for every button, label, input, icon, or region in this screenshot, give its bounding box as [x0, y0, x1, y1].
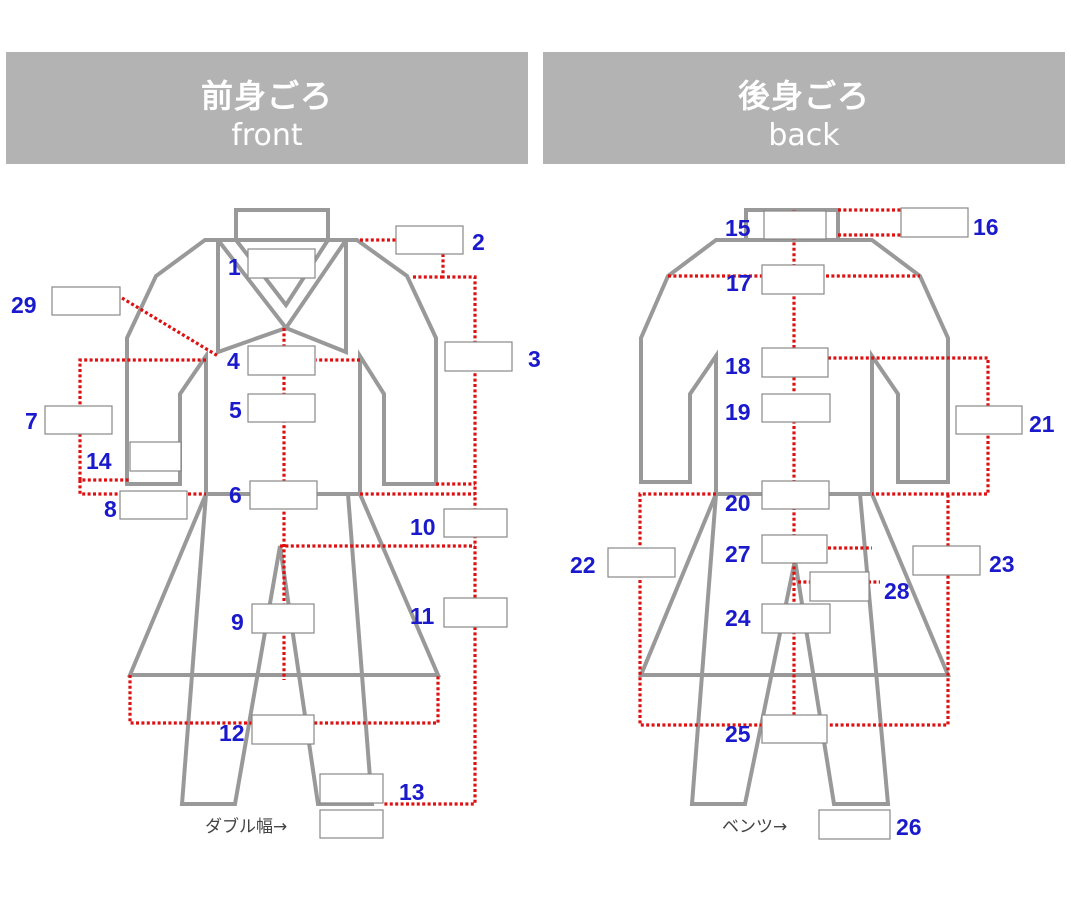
front-header: 前身ごろ front: [6, 52, 528, 164]
num-18: 18: [725, 353, 751, 379]
back-header: 後身ごろ back: [543, 52, 1065, 164]
box-27[interactable]: [761, 534, 828, 564]
box-16[interactable]: [900, 207, 969, 238]
num-6: 6: [229, 482, 242, 508]
box-29[interactable]: [51, 286, 121, 316]
num-3: 3: [528, 346, 541, 372]
back-hip-measure: [638, 492, 950, 727]
back-right-sleeve: [838, 238, 950, 494]
num-23: 23: [989, 551, 1015, 577]
box-6[interactable]: [249, 480, 318, 510]
box-19[interactable]: [761, 393, 831, 423]
num-28: 28: [884, 578, 910, 604]
back-header-jp: 後身ごろ: [737, 77, 870, 115]
front-lapel: [216, 238, 348, 355]
box-3[interactable]: [444, 341, 513, 372]
double-width-note: ダブル幅→: [205, 816, 287, 837]
num-17: 17: [726, 270, 752, 296]
num-7: 7: [25, 408, 38, 434]
num-15: 15: [725, 215, 751, 241]
box-24[interactable]: [761, 603, 831, 634]
box-14[interactable]: [129, 441, 182, 472]
box-22[interactable]: [607, 547, 676, 578]
box-18[interactable]: [761, 347, 829, 378]
back-input-boxes: [607, 207, 1023, 840]
box-20[interactable]: [761, 480, 830, 510]
num-4: 4: [227, 348, 240, 374]
measurement-numbers: 1 2 3 4 5 6 7 8 9 10 11 12 13 14 15 16 1…: [11, 214, 1055, 840]
box-5[interactable]: [247, 393, 316, 423]
box-13[interactable]: [319, 773, 384, 804]
num-24: 24: [725, 605, 751, 631]
num-14: 14: [86, 448, 112, 474]
num-10: 10: [410, 514, 436, 540]
front-left-sleeve: [125, 238, 218, 494]
back-collar-stand: [744, 208, 840, 242]
num-19: 19: [725, 399, 751, 425]
box-28[interactable]: [809, 571, 870, 602]
num-27: 27: [725, 541, 751, 567]
front-header-jp: 前身ごろ: [200, 77, 333, 115]
back-header-en: back: [768, 118, 840, 153]
num-2: 2: [472, 229, 485, 255]
num-16: 16: [973, 214, 999, 240]
box-4[interactable]: [247, 345, 316, 376]
box-7[interactable]: [44, 405, 113, 435]
front-collar-stand: [234, 208, 330, 242]
num-5: 5: [229, 397, 242, 423]
num-1: 1: [228, 254, 241, 280]
box-10[interactable]: [443, 508, 508, 538]
box-26[interactable]: [818, 809, 891, 840]
num-21: 21: [1029, 411, 1055, 437]
num-13: 13: [399, 779, 425, 805]
num-25: 25: [725, 721, 751, 747]
num-8: 8: [104, 496, 117, 522]
box-9[interactable]: [251, 603, 315, 634]
box-17[interactable]: [761, 264, 825, 295]
front-header-en: front: [231, 118, 303, 153]
back-collar-measure: [838, 208, 901, 237]
front-lapel-v: [216, 238, 348, 332]
box-25[interactable]: [761, 714, 828, 744]
front-length-line: [360, 238, 477, 806]
box-2[interactable]: [395, 225, 464, 255]
box-8[interactable]: [119, 490, 188, 520]
box-15[interactable]: [763, 210, 827, 240]
front-input-boxes: [44, 225, 513, 839]
back-left-sleeve: [639, 238, 746, 494]
box-12[interactable]: [251, 714, 315, 745]
box-23[interactable]: [912, 545, 981, 576]
box-21[interactable]: [955, 405, 1023, 435]
box-double-width[interactable]: [319, 809, 384, 839]
num-26: 26: [896, 814, 922, 840]
num-12: 12: [219, 720, 245, 746]
front-sleeve-line: [78, 480, 206, 496]
num-22: 22: [570, 552, 596, 578]
box-1[interactable]: [247, 248, 316, 279]
num-11: 11: [410, 603, 435, 629]
front-diagonal-line: [121, 296, 219, 358]
num-9: 9: [231, 609, 244, 635]
num-20: 20: [725, 490, 751, 516]
box-11[interactable]: [443, 597, 508, 628]
front-legs: [179, 493, 375, 806]
front-right-sleeve: [346, 238, 438, 494]
num-29: 29: [11, 292, 37, 318]
vents-note: ベンツ→: [722, 817, 787, 837]
